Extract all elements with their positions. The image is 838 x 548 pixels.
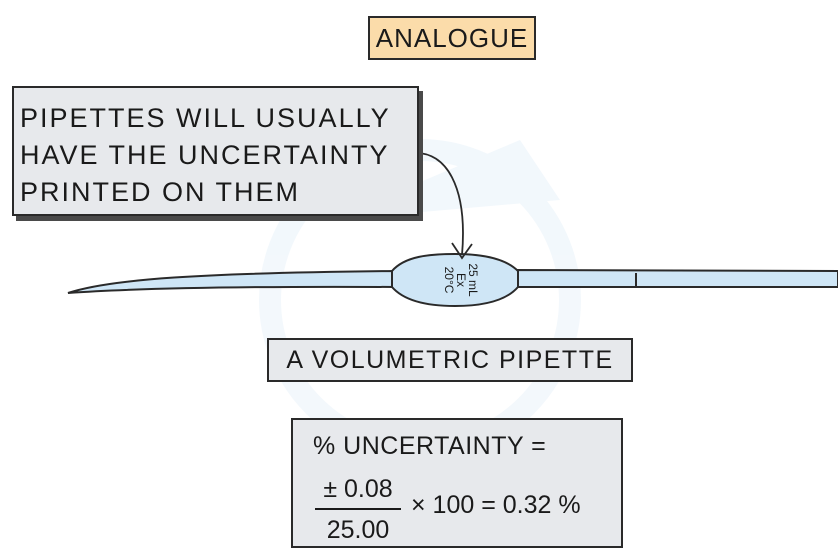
pipette-right-stem xyxy=(514,268,838,288)
arrowhead-icon xyxy=(451,242,473,260)
uncertainty-calculation-box: % UNCERTAINTY = ± 0.08 25.00 × 100 = 0.3… xyxy=(291,418,623,548)
connector-arrow xyxy=(414,152,464,256)
marking-volume: 25 mL xyxy=(466,263,480,297)
pipette-left-stem xyxy=(67,269,396,294)
caption-text: A VOLUMETRIC PIPETTE xyxy=(286,345,614,374)
note-line-1: PIPETTES WILL USUALLY xyxy=(20,103,391,133)
uncertainty-heading: % UNCERTAINTY = xyxy=(313,432,547,460)
note-line-2: HAVE THE UNCERTAINTY xyxy=(20,140,390,170)
uncertainty-result: × 100 = 0.32 % xyxy=(411,491,581,519)
note-line-3: PRINTED ON THEM xyxy=(20,177,301,207)
fraction-numerator: ± 0.08 xyxy=(315,475,401,510)
pipette-note-box: PIPETTES WILL USUALLY HAVE THE UNCERTAIN… xyxy=(12,86,419,216)
marking-exdelivery: Ex xyxy=(454,273,468,287)
uncertainty-fraction: ± 0.08 25.00 xyxy=(315,475,401,545)
diagram: 25 mL Ex 20°C ANALOGUE PIPETTES WILL USU… xyxy=(12,16,838,548)
analogue-label: ANALOGUE xyxy=(375,22,529,53)
pipette-bulb xyxy=(391,252,519,308)
analogue-tag: ANALOGUE xyxy=(368,16,536,60)
pipette-caption: A VOLUMETRIC PIPETTE xyxy=(267,338,633,382)
marking-temperature: 20°C xyxy=(442,267,456,294)
fraction-denominator: 25.00 xyxy=(326,516,390,544)
